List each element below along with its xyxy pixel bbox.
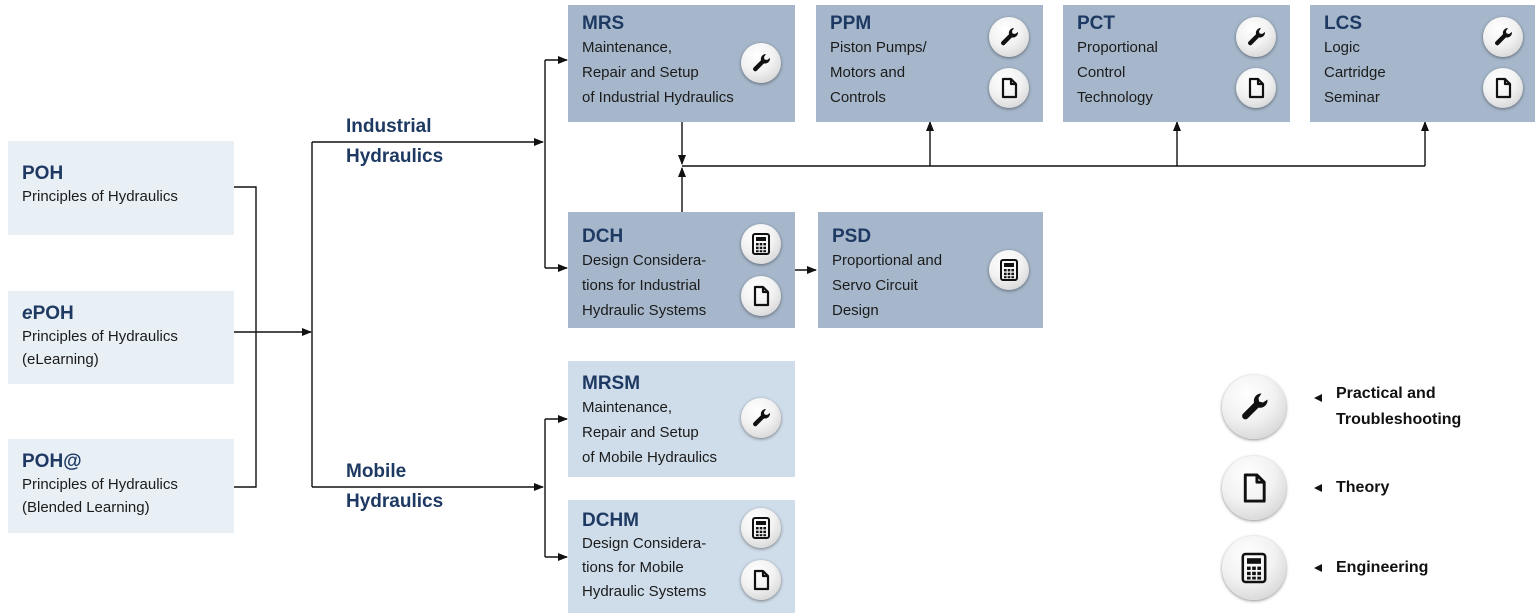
branch-mobile-hydraulics: Mobile Hydraulics bbox=[346, 461, 444, 512]
course-psd: PSD Proportional and Servo Circuit Desig… bbox=[818, 212, 1043, 328]
legend-pointer-theory bbox=[1314, 484, 1322, 492]
wrench-icon bbox=[989, 17, 1029, 57]
course-description: Design Considera- tions for Mobile Hydra… bbox=[582, 535, 707, 600]
calculator-icon bbox=[741, 224, 781, 264]
legend-label-theory: Theory bbox=[1336, 479, 1390, 496]
course-ppm: PPM Piston Pumps/ Motors and Controls bbox=[816, 5, 1043, 122]
course-code-prefix: e bbox=[22, 303, 33, 324]
calculator-icon bbox=[741, 508, 781, 548]
document-icon bbox=[1222, 456, 1286, 520]
wrench-icon bbox=[741, 398, 781, 438]
course-code: MRSM bbox=[582, 373, 641, 394]
wrench-icon bbox=[1222, 375, 1286, 439]
course-description: Maintenance, Repair and Setup of Industr… bbox=[582, 39, 734, 106]
course-description: Piston Pumps/ Motors and Controls bbox=[830, 39, 927, 106]
document-icon bbox=[1236, 68, 1276, 108]
course-code-rest: POH bbox=[32, 303, 74, 324]
course-description: Logic Cartridge Seminar bbox=[1324, 39, 1386, 106]
course-dchm: DCHM Design Considera- tions for Mobile … bbox=[568, 500, 795, 613]
course-poh: POH Principles of Hydraulics bbox=[8, 141, 234, 235]
course-description: Principles of Hydraulics bbox=[22, 188, 178, 205]
calculator-icon bbox=[989, 250, 1029, 290]
legend-pointer-practical bbox=[1314, 394, 1322, 402]
course-description: Principles of Hydraulics (Blended Learni… bbox=[22, 476, 178, 516]
document-icon bbox=[741, 560, 781, 600]
course-code: DCH bbox=[582, 226, 624, 247]
course-pct: PCT Proportional Control Technology bbox=[1063, 5, 1290, 122]
course-description: Proportional Control Technology bbox=[1077, 39, 1158, 106]
course-description: Maintenance, Repair and Setup of Mobile … bbox=[582, 399, 718, 466]
course-code: DCHM bbox=[582, 510, 639, 531]
course-code: MRS bbox=[582, 13, 625, 34]
course-description: Proportional and Servo Circuit Design bbox=[832, 252, 943, 319]
course-lcs: LCS Logic Cartridge Seminar bbox=[1310, 5, 1535, 122]
course-mrsm: MRSM Maintenance, Repair and Setup of Mo… bbox=[568, 361, 795, 477]
legend-label-practical: Practical and Troubleshooting bbox=[1336, 385, 1462, 428]
course-code: POH bbox=[22, 163, 64, 184]
course-code: PPM bbox=[830, 13, 872, 34]
course-code: LCS bbox=[1324, 13, 1362, 34]
course-code: ePOH bbox=[22, 303, 234, 325]
course-description: Design Considera- tions for Industrial H… bbox=[582, 252, 707, 319]
connector-intro-bracket bbox=[234, 186, 257, 488]
course-epoh: ePOH Principles of Hydraulics (eLearning… bbox=[8, 291, 234, 384]
course-dch: DCH Design Considera- tions for Industri… bbox=[568, 212, 795, 328]
course-mrs: MRS Maintenance, Repair and Setup of Ind… bbox=[568, 5, 795, 122]
wrench-icon bbox=[1236, 17, 1276, 57]
document-icon bbox=[741, 276, 781, 316]
course-description: Principles of Hydraulics (eLearning) bbox=[22, 328, 178, 368]
wrench-icon bbox=[1483, 17, 1523, 57]
course-code: PCT bbox=[1077, 13, 1115, 34]
legend-pointer-engineering bbox=[1314, 564, 1322, 572]
legend-label-engineering: Engineering bbox=[1336, 559, 1429, 576]
wrench-icon bbox=[741, 43, 781, 83]
document-icon bbox=[989, 68, 1029, 108]
course-code: POH@ bbox=[22, 451, 82, 472]
branch-industrial-hydraulics: Industrial Hydraulics bbox=[346, 116, 444, 167]
course-poh-blended: POH@ Principles of Hydraulics (Blended L… bbox=[8, 439, 234, 533]
calculator-icon bbox=[1222, 536, 1286, 600]
course-code: PSD bbox=[832, 226, 872, 247]
document-icon bbox=[1483, 68, 1523, 108]
